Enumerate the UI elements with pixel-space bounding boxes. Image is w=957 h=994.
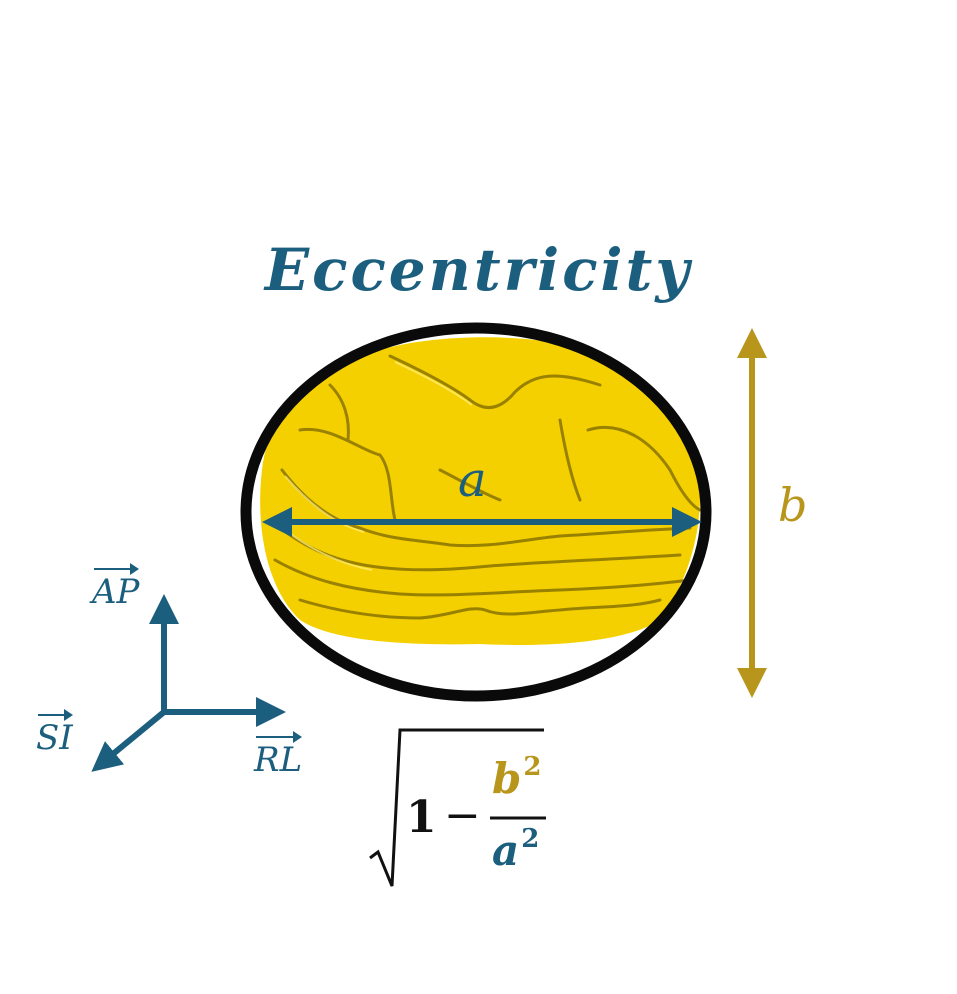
minor-axis-label: b xyxy=(778,478,808,532)
formula-denominator: a2 xyxy=(492,824,539,875)
denominator-base: a xyxy=(492,826,520,875)
sqrt-radical xyxy=(369,728,546,887)
formula-one: 1 xyxy=(406,792,437,843)
rl-axis-text: RL xyxy=(254,740,303,780)
diagram-title: Eccentricity xyxy=(264,236,693,304)
si-axis-label: SI xyxy=(36,709,73,758)
ap-axis-label: AP xyxy=(92,563,140,612)
vector-arrow-icon xyxy=(38,709,73,721)
si-axis-text: SI xyxy=(36,718,73,758)
major-axis-label: a xyxy=(458,452,487,508)
si-axis-arrow xyxy=(91,709,166,772)
coordinate-axes xyxy=(91,594,286,772)
ap-axis-text: AP xyxy=(92,572,140,612)
ellipse-outline xyxy=(240,322,712,702)
denominator-exponent: 2 xyxy=(521,824,540,854)
vector-arrow-icon xyxy=(256,731,303,743)
numerator-exponent: 2 xyxy=(523,752,542,782)
numerator-base: b xyxy=(492,754,522,803)
rl-axis-label: RL xyxy=(254,731,303,780)
formula-minus: − xyxy=(444,790,481,841)
formula-numerator: b2 xyxy=(492,752,541,803)
vector-arrow-icon xyxy=(94,563,140,575)
